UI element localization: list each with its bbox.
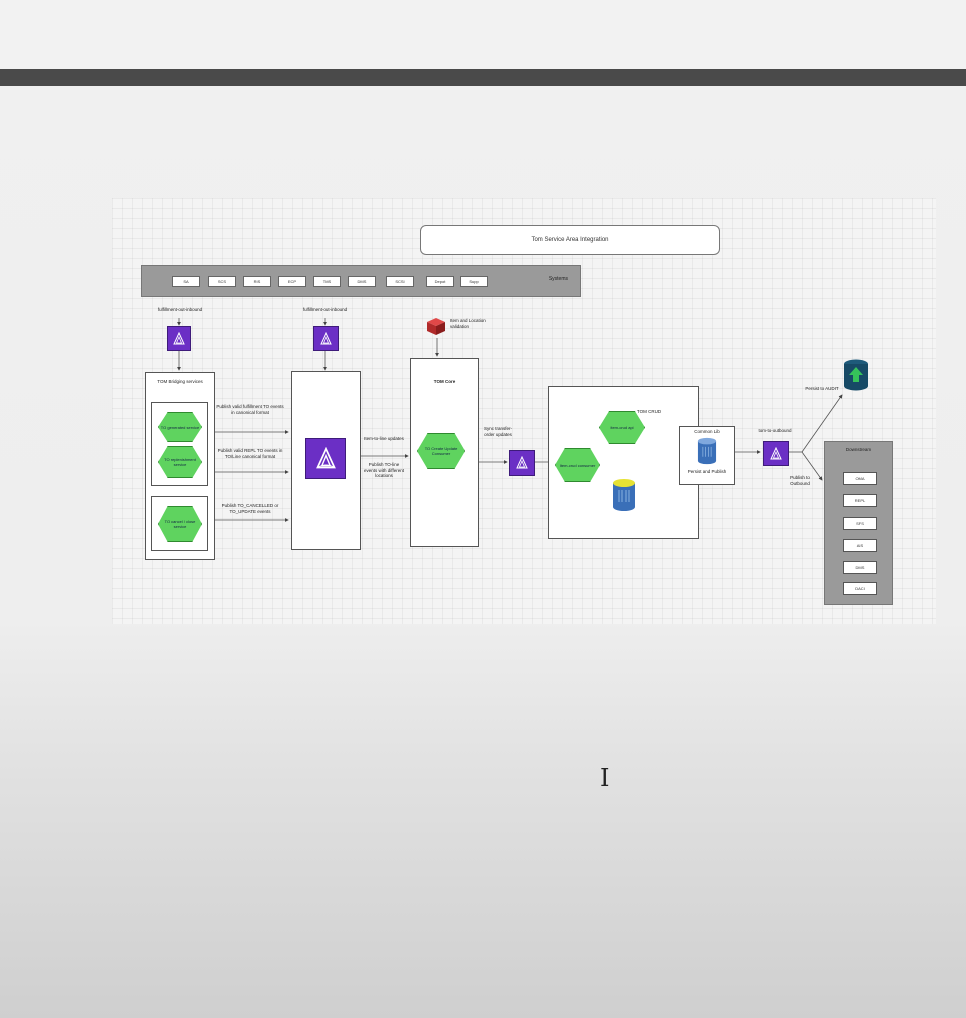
- downstream-panel: Downstream OMA REPL SFS AIS DMS DACI: [824, 441, 893, 605]
- service-hex: TO generated service: [158, 412, 202, 442]
- system-chip: Supp: [460, 276, 488, 287]
- system-chip: ECP: [278, 276, 306, 287]
- consumer-hex: TO Create Update Consumer: [417, 433, 465, 469]
- downstream-item: DACI: [843, 582, 877, 595]
- downstream-item: SFS: [843, 517, 877, 530]
- downstream-item: REPL: [843, 494, 877, 507]
- kafka-icon: [509, 450, 535, 476]
- downstream-item: OMA: [843, 472, 877, 485]
- system-chip: TMS: [313, 276, 341, 287]
- mid-label: Publish TO-line events with different lo…: [364, 462, 404, 479]
- kafka-icon: [763, 441, 789, 466]
- common-lib-title: Common Lib: [694, 429, 720, 434]
- system-chip: DMS: [348, 276, 376, 287]
- persist-label: Persist to AUDIT: [805, 386, 839, 391]
- crud-api-hex: item-crud api: [599, 411, 645, 444]
- tom-core-title: TOM Core: [433, 379, 456, 384]
- common-lib-sub: Persist and Publish: [687, 469, 727, 474]
- redis-cache-icon: [425, 315, 447, 337]
- sync-label: Sync transfer-order updates: [483, 426, 512, 437]
- database-icon: [694, 436, 720, 466]
- systems-bar: SA SCS RIS ECP TMS DMS SCSI Depot Supp S…: [141, 265, 581, 297]
- system-chip: RIS: [243, 276, 271, 287]
- outbound-topic-label: tom-to-outbound: [758, 428, 792, 433]
- publish-outbound-label: Publish to Outbound: [790, 475, 810, 486]
- system-chip: SA: [172, 276, 200, 287]
- tom-crud-title: TOM CRUD: [636, 409, 662, 414]
- text-cursor-icon: I: [600, 764, 610, 792]
- audit-database-icon: [842, 358, 870, 392]
- mid-label: Item-to-line updates: [364, 436, 404, 441]
- downstream-item: DMS: [843, 561, 877, 574]
- top-blank-area: [0, 0, 966, 69]
- downstream-item: AIS: [843, 539, 877, 552]
- publish-label: Publish valid fulfillment TO events in c…: [216, 404, 284, 415]
- kafka-icon: [167, 326, 191, 351]
- diagram-title: Tom Service Area Integration: [420, 225, 720, 255]
- system-chip: SCS: [208, 276, 236, 287]
- kafka-inbound-label: fulfillment-out-inbound: [157, 307, 203, 312]
- kafka-inbound-label: fulfillment-out-inbound: [302, 307, 348, 312]
- systems-label: Systems: [548, 276, 568, 282]
- kafka-icon: [313, 326, 339, 351]
- kafka-icon: [305, 438, 346, 479]
- publish-label: Publish valid REPL TO events in TO/Line …: [217, 448, 283, 459]
- window-divider-bar: [0, 69, 966, 86]
- database-icon: [610, 478, 638, 512]
- publish-label: Publish TO_CANCELLED or TO_UPDATE events: [221, 503, 279, 514]
- crud-consumer-hex: Item-crud consumer: [555, 448, 600, 482]
- service-hex: TO cancel / close service: [158, 506, 202, 542]
- downstream-title: Downstream: [845, 447, 872, 452]
- system-chip: SCSI: [386, 276, 414, 287]
- redis-label: Item and Location validation: [450, 318, 486, 329]
- bridging-title: TOM Bridging services: [157, 379, 203, 384]
- system-chip: Depot: [426, 276, 454, 287]
- service-hex: TO replenishment service: [158, 446, 202, 478]
